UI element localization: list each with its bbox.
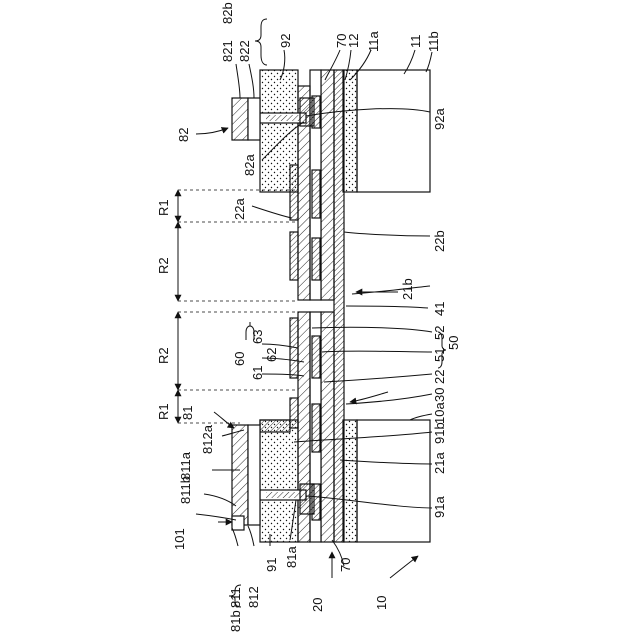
connector-812 [248,425,260,525]
label-60: 60 [232,352,247,366]
label-63: 63 [250,330,265,344]
label-20: 20 [310,598,325,612]
label-81b-brace: 81b [228,610,243,632]
label-r1-top: R1 [156,199,171,216]
label-811a: 811a [178,451,193,480]
label-10: 10 [374,596,389,610]
label-811b-upper: 811b [178,476,193,504]
arrow-10 [390,556,418,578]
board-11-core [357,70,430,192]
via-92a-fill [266,115,302,121]
label-812: 812 [246,586,261,608]
connector-811b-tip [232,516,244,530]
base-film-30 [334,70,344,542]
label-70-bottom: 70 [338,558,353,572]
label-11b: 11b [426,31,441,52]
label-21b: 21b [400,278,415,300]
conductor-22-d [312,336,320,378]
connector-811 [232,425,248,525]
label-62: 62 [264,348,279,362]
connector-81 [232,425,260,530]
label-822: 822 [237,40,252,62]
layer-52-upper [321,70,334,300]
label-r1-bottom: R1 [156,403,171,420]
label-22: 22 [432,370,447,384]
label-21a: 21a [432,452,447,474]
label-12: 12 [346,34,361,48]
connector-82 [232,98,260,140]
label-82a: 82a [242,154,257,176]
label-82b: 82b [220,2,235,24]
arrow-81 [214,412,234,428]
board-11 [343,70,430,192]
connector-822 [248,98,260,140]
label-81: 81 [180,406,195,420]
label-82: 82 [176,128,191,142]
label-91: 91 [264,558,279,572]
region-dimensions [178,190,298,423]
arrow-30 [350,392,388,402]
label-61: 61 [250,366,265,380]
label-91a: 91a [432,496,447,518]
label-11a: 11a [366,31,381,52]
conductor-22-c [312,238,320,280]
label-101: 101 [172,528,187,550]
via-91a-land [300,484,314,514]
conductor-22-e [312,404,320,452]
via-92a-land [300,98,314,126]
label-r2-top: R2 [156,257,171,274]
board-10-core [357,420,430,542]
label-22b: 22b [432,230,447,252]
via-91a-fill [266,492,302,498]
board-11-surface-layer [343,70,357,192]
connector-821 [232,98,248,140]
conductor-22-b [312,170,320,218]
pad-91b [260,420,290,432]
label-92a: 92a [432,108,447,130]
label-30: 30 [432,388,447,402]
label-91b: 91b [432,422,447,444]
label-821: 821 [220,40,235,62]
label-41: 41 [432,302,447,316]
label-11: 11 [408,35,423,49]
pad-22a-2 [290,232,298,280]
label-812a: 812a [200,424,215,454]
label-10a: 10a [432,402,447,424]
layer-52-lower [321,312,334,542]
label-50: 50 [446,336,461,350]
brace-82b [255,19,267,65]
arrow-82 [196,128,228,134]
label-81a: 81a [284,546,299,568]
label-22a: 22a [232,198,247,220]
label-r2-bottom: R2 [156,347,171,364]
label-92: 92 [278,34,293,48]
